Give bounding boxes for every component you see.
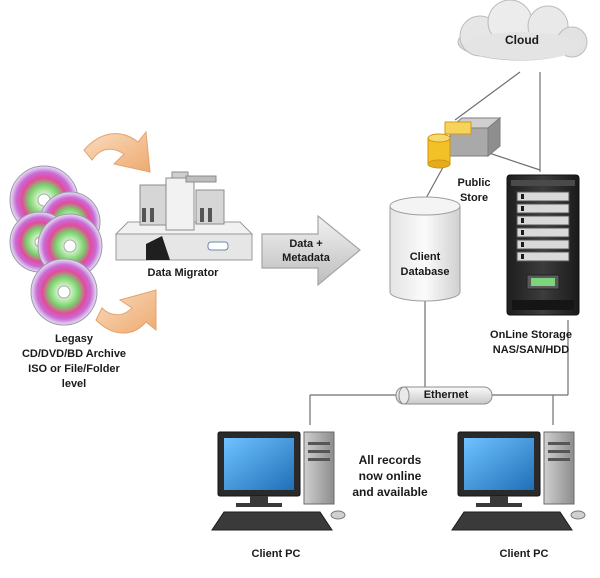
- client-database-icon: [389, 196, 461, 302]
- records-line-3: and available: [352, 485, 428, 499]
- public-store-line-2: Store: [459, 192, 489, 204]
- flow-arrow-line-1: Data +: [289, 238, 323, 250]
- data-migrator-icon: [114, 171, 254, 261]
- data-flow-arrow: [261, 214, 361, 287]
- client-pc-left-label: Client PC: [251, 548, 301, 560]
- data-metadata-label: Data + Metadata: [272, 237, 340, 265]
- ethernet-label: Ethernet: [423, 389, 469, 401]
- ethernet-cable-icon: [395, 386, 493, 405]
- lower-curved-arrow-icon: [95, 289, 157, 334]
- online-storage-line-2: NAS/SAN/HDD: [492, 344, 570, 356]
- public-store-line-1: Public: [457, 177, 491, 189]
- legacy-line-1: Legasy: [55, 333, 93, 345]
- disc-stack-icon: [9, 165, 103, 326]
- data-migrator-label: Data Migrator: [147, 267, 219, 279]
- cloud-label: Cloud: [505, 33, 539, 47]
- online-storage-line-1: OnLine Storage: [490, 329, 572, 341]
- client-pc-right-icon: [451, 431, 586, 531]
- client-database-line-1: Client: [409, 251, 441, 263]
- client-pc-right-label: Client PC: [499, 548, 549, 560]
- legacy-line-2: CD/DVD/BD Archive: [21, 348, 127, 360]
- public-store-label: Public Store: [446, 176, 502, 206]
- flow-arrow-line-2: Metadata: [282, 252, 330, 264]
- cloud-icon: [457, 0, 588, 61]
- client-database-line-2: Database: [400, 266, 450, 278]
- records-line-2: now online: [358, 469, 422, 483]
- upper-curved-arrow-icon: [83, 130, 151, 173]
- records-note-label: All records now online and available: [340, 452, 440, 500]
- online-storage-label: OnLine Storage NAS/SAN/HDD: [466, 328, 596, 358]
- legacy-line-3: ISO or File/Folder: [28, 363, 120, 375]
- records-line-1: All records: [358, 453, 422, 467]
- public-store-icon: [427, 116, 502, 169]
- client-database-label: Client Database: [388, 250, 462, 280]
- client-pc-left-icon: [211, 431, 346, 531]
- legacy-line-4: level: [61, 378, 87, 390]
- storage-server-icon: [506, 174, 580, 316]
- legacy-archive-label: Legasy CD/DVD/BD Archive ISO or File/Fol…: [4, 332, 144, 392]
